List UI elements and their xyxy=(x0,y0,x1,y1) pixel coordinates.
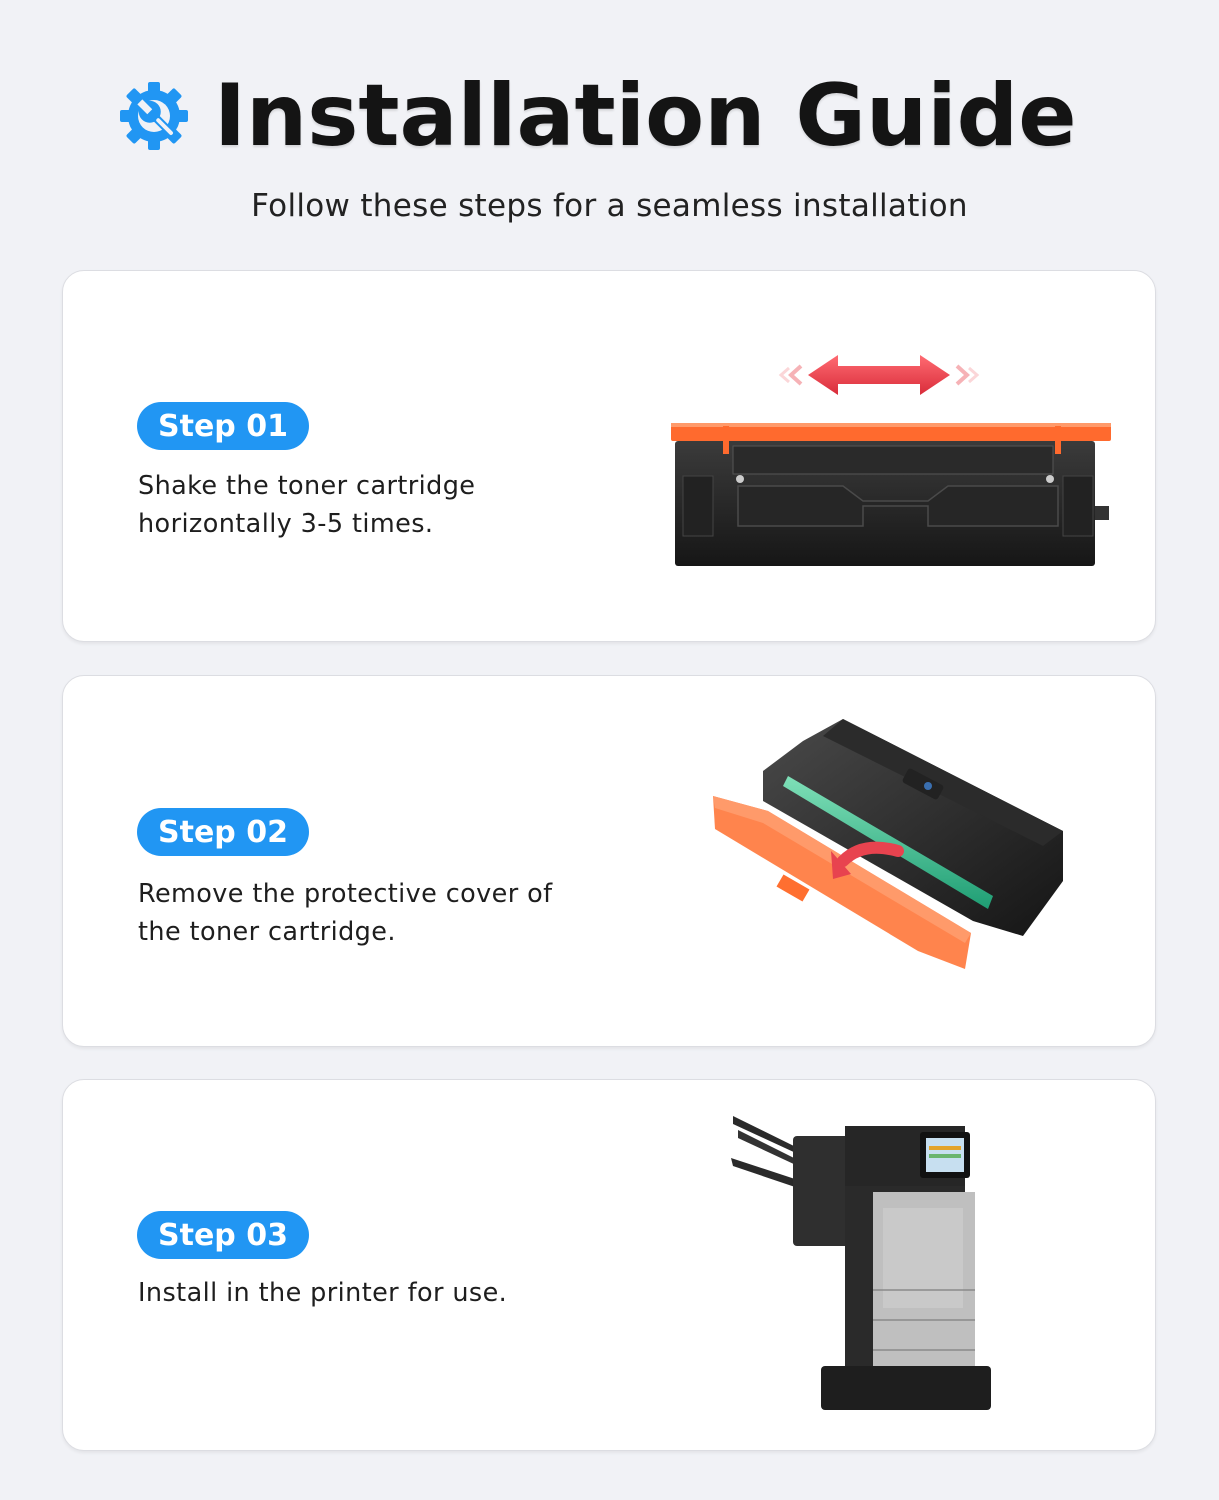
step-badge: Step 02 xyxy=(137,808,309,856)
page-subtitle: Follow these steps for a seamless instal… xyxy=(251,188,968,224)
step-card-3: Step 03 Install in the printer for use. xyxy=(62,1079,1156,1451)
page-title: Installation Guide xyxy=(214,66,1077,166)
step-description: Install in the printer for use. xyxy=(138,1278,508,1308)
gear-wrench-icon xyxy=(120,82,188,150)
double-arrow-icon xyxy=(778,355,980,395)
toner-cover-removal-illustration xyxy=(713,719,1063,969)
curved-arrow-icon xyxy=(831,851,851,879)
step-badge: Step 03 xyxy=(137,1211,309,1259)
printer-illustration xyxy=(731,1116,991,1410)
step-card-1: Step 01 Shake the toner cartridge horizo… xyxy=(62,270,1156,642)
step-badge: Step 01 xyxy=(137,402,309,450)
title-row: Installation Guide xyxy=(118,66,1077,166)
step-description: Shake the toner cartridge horizontally 3… xyxy=(138,471,476,539)
header: Installation Guide Follow these steps fo… xyxy=(0,0,1219,260)
toner-cartridge-shake-illustration xyxy=(671,355,1111,566)
step-description: Remove the protective cover of the toner… xyxy=(138,879,553,947)
step-card-2: Step 02 Remove the protective cover of t… xyxy=(62,675,1156,1047)
